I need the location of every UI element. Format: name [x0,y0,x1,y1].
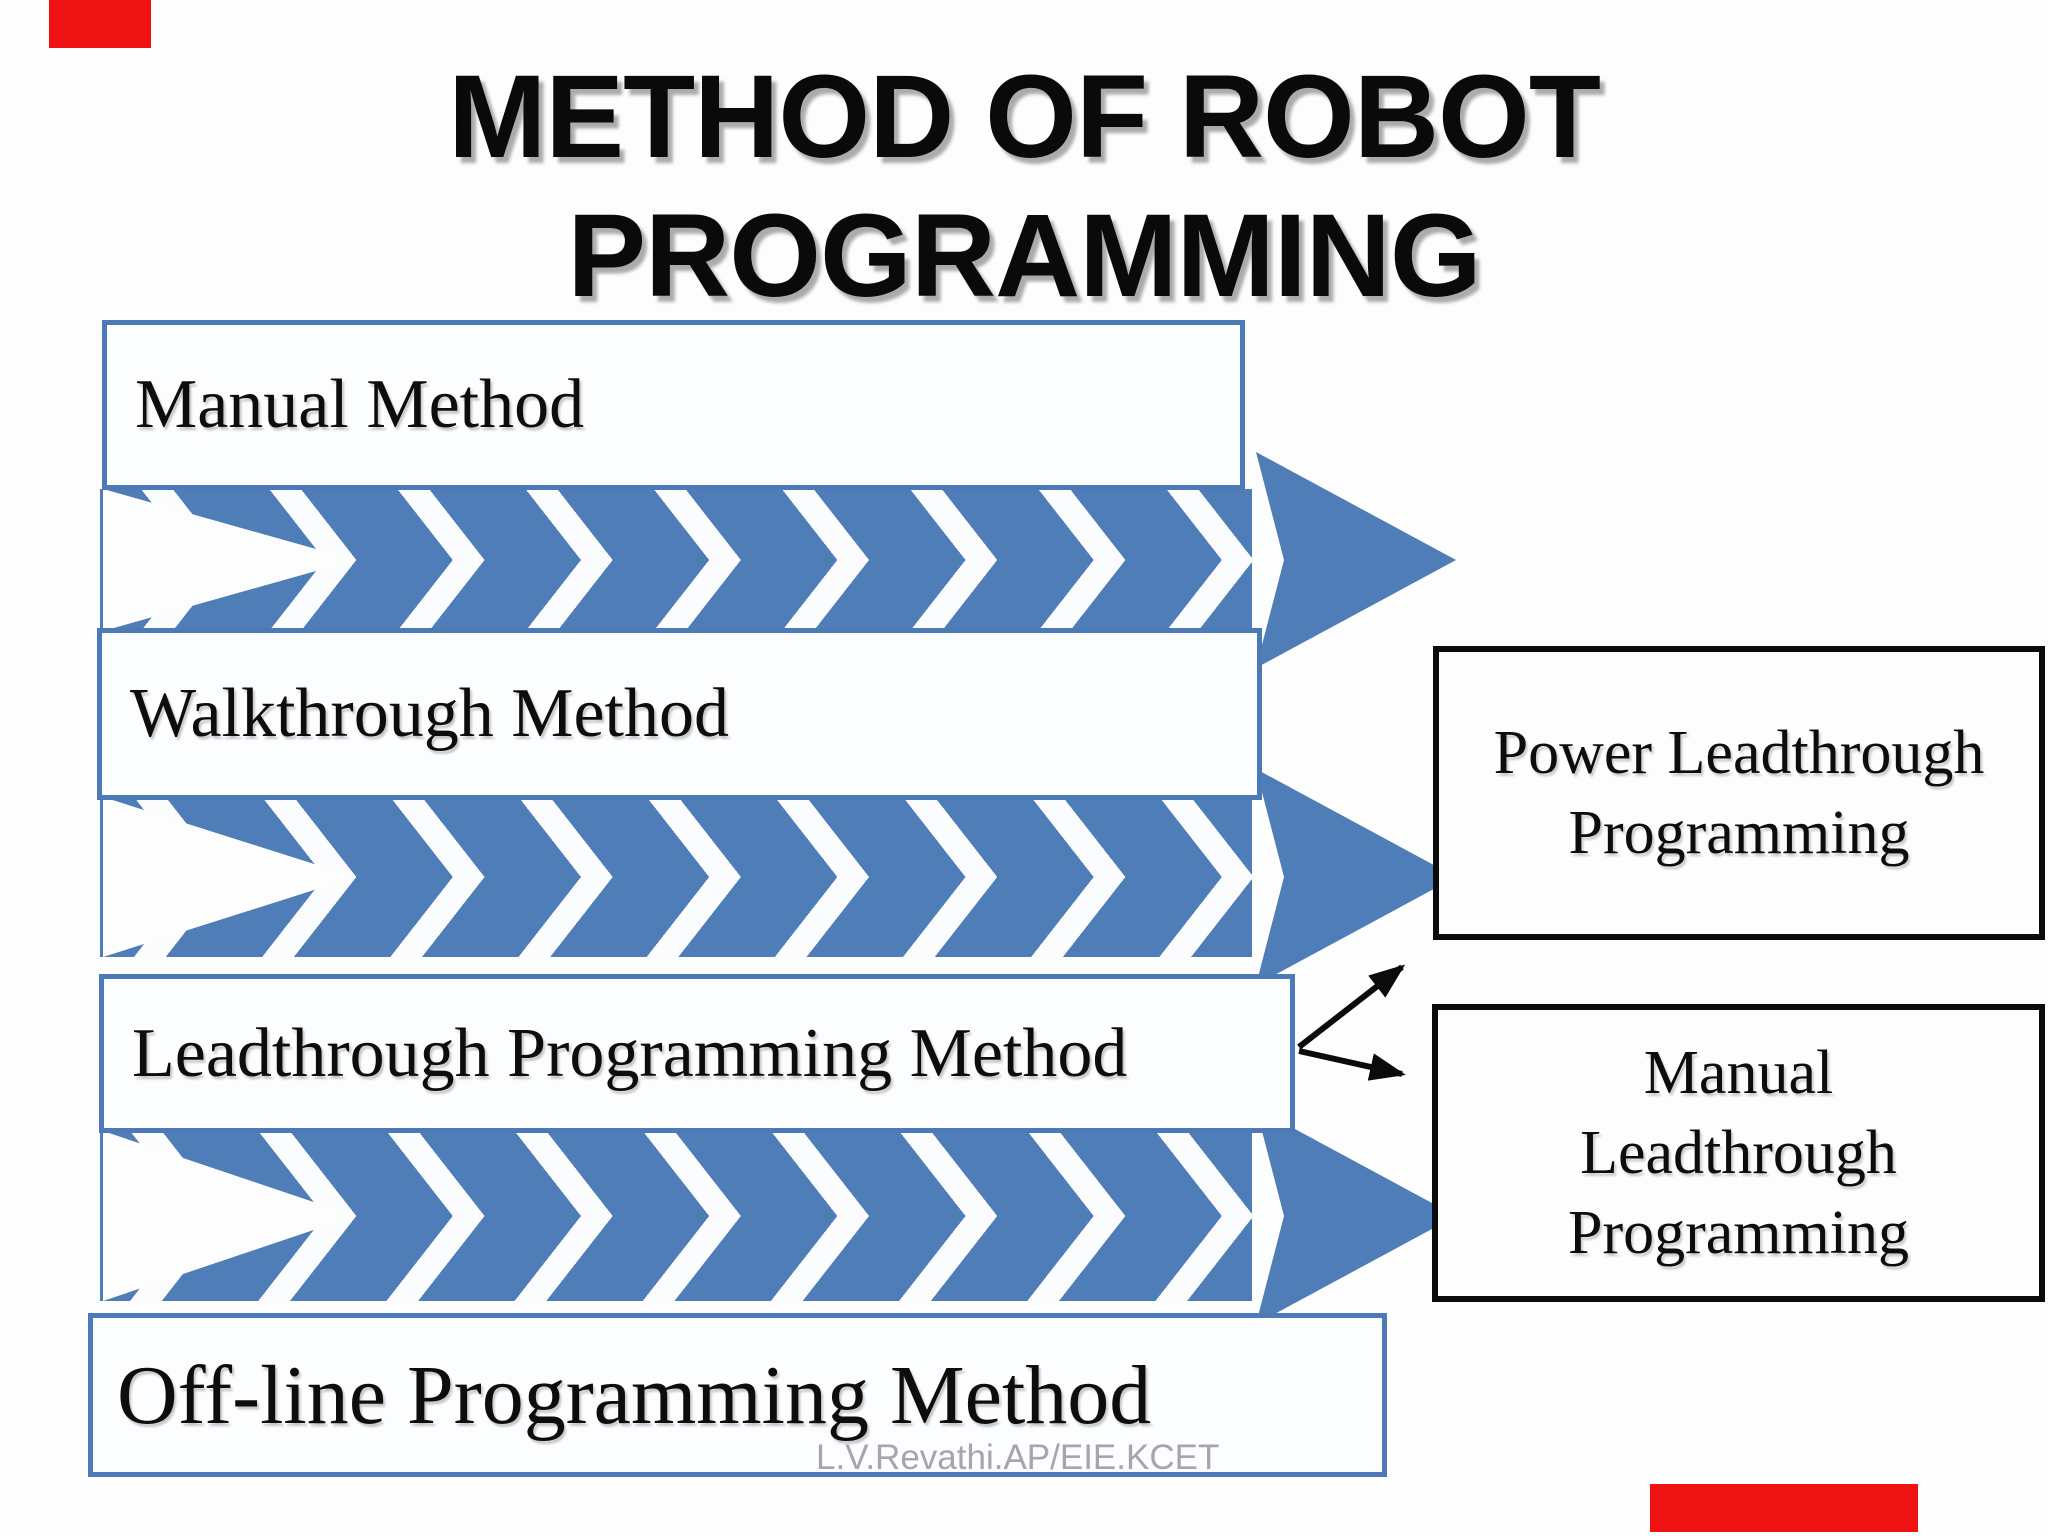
chevron-band-2-arrowhead-icon [1256,769,1456,985]
process-box-leadthrough-method: Leadthrough Programming Method [99,974,1295,1133]
arrow-to-power-leadthrough [1297,964,1406,1050]
sub-box-power-leadthrough: Power Leadthrough Programming [1433,646,2045,940]
sub-box-manual-leadthrough-label: Manual Leadthrough Programming [1568,1039,1909,1267]
sub-box-power-leadthrough-label: Power Leadthrough Programming [1493,719,1985,867]
slide-title-line2: PROGRAMMING [567,190,1481,322]
redaction-bar-bottom-right [1650,1484,1918,1532]
slide-title: METHOD OF ROBOT PROGRAMMING [0,48,2048,326]
arrow-to-manual-leadthrough [1298,1048,1406,1081]
chevron-band-3-arrowhead-icon [1256,1108,1456,1324]
process-box-manual-method-label: Manual Method [135,366,585,443]
process-box-leadthrough-method-label: Leadthrough Programming Method [132,1014,1128,1092]
process-box-manual-method: Manual Method [102,320,1245,490]
process-box-offline-method: Off-line Programming Method [88,1313,1387,1477]
process-box-offline-method-label: Off-line Programming Method [117,1348,1152,1442]
chevron-band-2 [100,797,1252,957]
process-box-walkthrough-method-label: Walkthrough Method [130,675,729,752]
sub-box-manual-leadthrough: Manual Leadthrough Programming [1432,1004,2045,1302]
footer-credit: L.V.Revathi.AP/EIE.KCET [816,1438,1220,1477]
process-box-walkthrough-method: Walkthrough Method [97,628,1262,800]
chevron-band-1 [100,489,1252,631]
chevron-band-3 [100,1131,1252,1301]
slide-title-line1: METHOD OF ROBOT [448,51,1601,183]
chevron-band-1-arrowhead-icon [1256,452,1456,668]
redaction-bar-top-left [49,0,151,48]
